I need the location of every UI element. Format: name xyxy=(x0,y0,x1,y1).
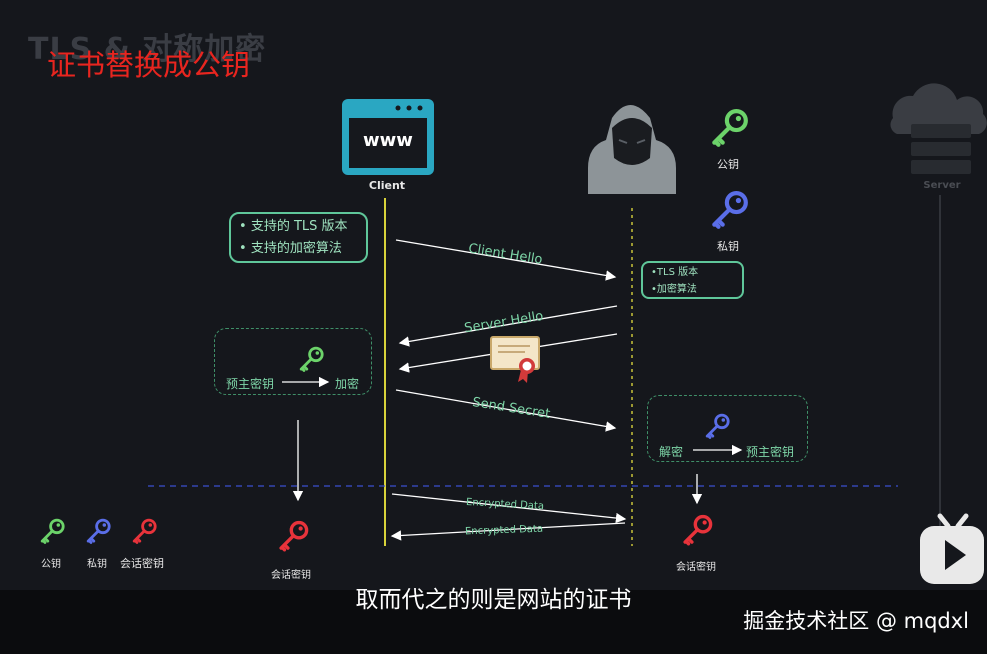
watermark: 掘金技术社区 @ mqdxl xyxy=(743,609,969,633)
encrypted-arrow-1 xyxy=(391,493,627,524)
server-label: Server xyxy=(923,180,961,191)
server-hello-arrow-1 xyxy=(398,305,618,347)
hacker-support-box: •TLS 版本 •加密算法 xyxy=(641,261,744,299)
legend-private-key-icon xyxy=(86,518,111,544)
hacker-box-line1: TLS 版本 xyxy=(656,267,699,278)
server-icon xyxy=(890,83,987,174)
legend-public-label: 公钥 xyxy=(41,559,61,570)
decrypt-label: 解密 xyxy=(659,445,684,459)
right-session-key-label: 会话密钥 xyxy=(676,562,716,573)
legend-session-label: 会话密钥 xyxy=(120,557,164,570)
encrypted-arrow-2 xyxy=(390,522,626,541)
certificate-icon xyxy=(490,336,540,383)
encrypt-process-box xyxy=(214,328,372,395)
private-key-label: 私钥 xyxy=(717,240,739,253)
pre-master-key-label-right: 预主密钥 xyxy=(746,445,795,459)
client-box-line1: 支持的 TLS 版本 xyxy=(250,219,348,234)
encrypt-label: 加密 xyxy=(335,377,360,391)
left-session-key-label: 会话密钥 xyxy=(271,570,311,581)
client-label: Client xyxy=(368,179,406,192)
bottom-bar xyxy=(0,590,987,654)
client-box-line2: 支持的加密算法 xyxy=(250,241,342,256)
public-key-icon xyxy=(714,111,746,145)
diagram-canvas xyxy=(40,83,987,570)
client-icon xyxy=(342,99,434,175)
client-hello-arrow xyxy=(395,239,617,281)
www-text: www xyxy=(363,130,413,151)
hacker-icon xyxy=(588,105,676,194)
decrypt-process-box xyxy=(647,395,808,462)
public-key-label: 公钥 xyxy=(717,158,739,171)
video-subtitle: 取而代之的则是网站的证书 xyxy=(355,587,632,613)
legend-public-key-icon xyxy=(40,518,65,544)
pre-master-key-label-left: 预主密钥 xyxy=(226,377,275,391)
legend-private-label: 私钥 xyxy=(87,559,107,570)
right-session-key-icon xyxy=(683,514,713,546)
background-title: TLS & 对称加密 xyxy=(28,32,267,67)
client-support-box: • 支持的 TLS 版本 • 支持的加密算法 xyxy=(229,212,368,263)
tv-logo-icon xyxy=(918,512,984,586)
legend-session-key-icon xyxy=(132,518,157,544)
send-secret-arrow xyxy=(395,389,617,432)
private-key-icon xyxy=(714,193,746,227)
hacker-box-line2: 加密算法 xyxy=(656,284,697,295)
left-session-key-icon xyxy=(279,520,309,552)
page-title: 证书替换成公钥 xyxy=(47,48,251,82)
